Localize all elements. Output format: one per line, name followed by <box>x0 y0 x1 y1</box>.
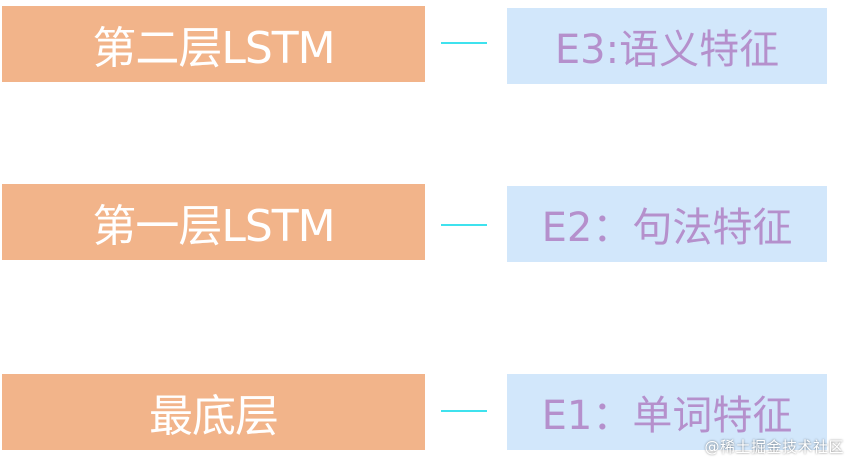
connector-line <box>441 224 487 226</box>
feature-box-word: E1：单词特征 <box>507 374 827 450</box>
feature-box-syntactic: E2：句法特征 <box>507 186 827 262</box>
layer-label: 第一层LSTM <box>92 201 335 252</box>
layer-box-second-lstm: 第二层LSTM <box>2 6 425 82</box>
layer-box-bottom: 最底层 <box>2 374 425 450</box>
layer-label: 第二层LSTM <box>92 23 335 74</box>
layer-label: 最底层 <box>149 391 279 442</box>
connector-line <box>441 410 487 412</box>
feature-label: E2：句法特征 <box>541 205 793 251</box>
feature-label: E1：单词特征 <box>541 393 793 439</box>
feature-label: E3:语义特征 <box>554 27 780 73</box>
layer-box-first-lstm: 第一层LSTM <box>2 184 425 260</box>
connector-line <box>441 42 487 44</box>
feature-box-semantic: E3:语义特征 <box>507 8 827 84</box>
watermark: @稀土掘金技术社区 <box>704 438 844 456</box>
